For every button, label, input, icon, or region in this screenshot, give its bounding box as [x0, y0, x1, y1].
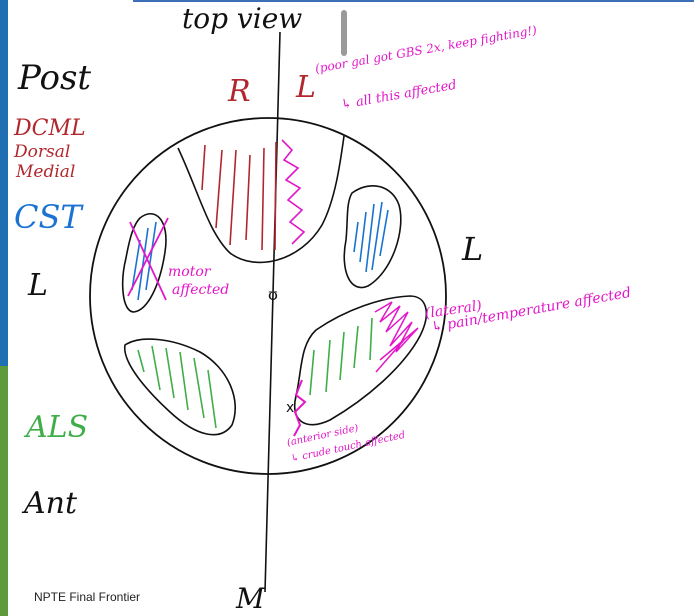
dcml-region-outline — [177, 135, 345, 264]
anterior-label: Ant — [24, 486, 78, 521]
anterior-affected-mark — [293, 379, 307, 437]
left-side-label-top: L — [296, 70, 316, 105]
als-label: ALS — [26, 410, 89, 445]
top-view-label: top view — [182, 2, 303, 35]
posterior-label: Post — [18, 58, 92, 98]
footer-text: NPTE Final Frontier — [34, 590, 141, 604]
x-mark: x — [286, 400, 294, 416]
cord-cross-section — [89, 117, 447, 475]
cst-label: CST — [14, 198, 82, 236]
cst-right-blue-hatching — [353, 201, 389, 273]
dcml-label: DCML — [14, 116, 86, 141]
medial-bottom-label: M — [236, 582, 265, 615]
left-side-label-right: L — [462, 230, 484, 268]
left-edge-green-bar — [0, 366, 8, 616]
top-rule — [133, 0, 694, 2]
dcml-affected-zigzag — [281, 139, 306, 245]
central-canal-mark: ʊ — [268, 285, 278, 304]
als-left-green-hatching — [137, 345, 217, 429]
als-left-region-outline — [124, 338, 236, 436]
cst-right-region-outline — [343, 185, 402, 289]
motor-affected-note: affected — [172, 282, 230, 298]
left-edge-blue-bar — [0, 0, 8, 366]
motor-note: motor — [168, 264, 211, 280]
vertical-scrollbar[interactable] — [341, 10, 347, 56]
dcml-red-hatching — [201, 141, 277, 251]
right-side-label: R — [228, 74, 251, 109]
als-right-green-hatching — [309, 317, 373, 396]
lateral-affected-scribble — [374, 301, 419, 373]
motor-cross-out — [127, 217, 169, 301]
left-cst-l-label: L — [28, 268, 48, 303]
cst-left-region-outline — [121, 212, 167, 313]
medial-label: Medial — [16, 162, 76, 182]
midline — [264, 31, 281, 593]
dorsal-label: Dorsal — [14, 142, 71, 162]
cst-left-blue-hatching — [131, 221, 157, 301]
